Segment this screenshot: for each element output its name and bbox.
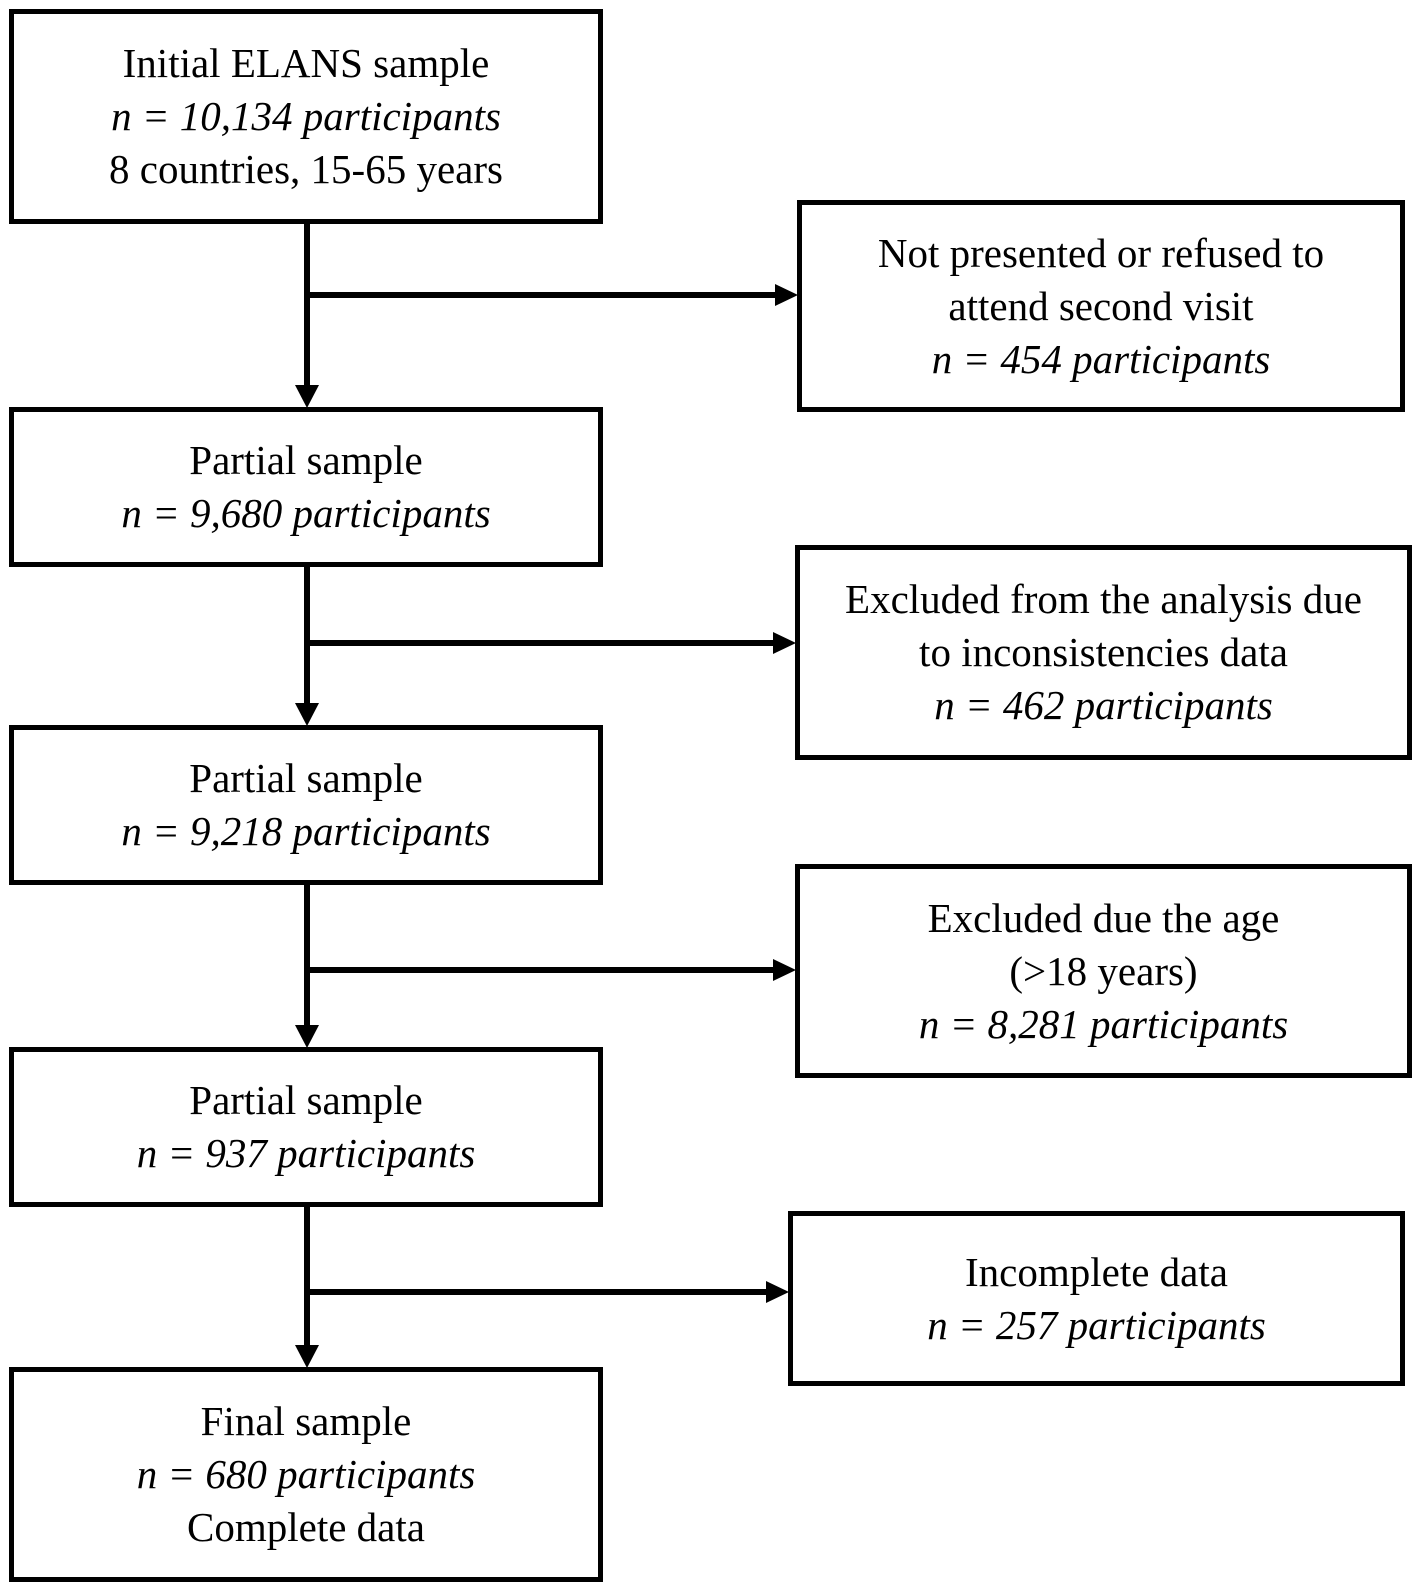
box-count: n = 9,218 participants bbox=[121, 808, 491, 854]
partial-sample-box-2: Partial sample n = 9,218 participants bbox=[9, 725, 603, 885]
box-title: Excluded from the analysis due bbox=[845, 576, 1362, 622]
final-sample-box: Final sample n = 680 participants Comple… bbox=[9, 1367, 603, 1582]
arrowhead-down-3 bbox=[295, 1025, 319, 1048]
box-title-cont: attend second visit bbox=[948, 282, 1254, 329]
arrowhead-right-4 bbox=[766, 1281, 789, 1303]
box-title: Final sample bbox=[200, 1398, 412, 1444]
box-title: Incomplete data bbox=[965, 1248, 1228, 1295]
box-title: Excluded due the age bbox=[927, 894, 1280, 941]
arrowhead-right-1 bbox=[775, 284, 798, 306]
box-count: n = 9,680 participants bbox=[121, 490, 491, 536]
box-title: Initial ELANS sample bbox=[122, 40, 490, 86]
box-count: n = 680 participants bbox=[136, 1451, 476, 1497]
box-title-cont: (>18 years) bbox=[1009, 947, 1198, 994]
box-title-cont: to inconsistencies data bbox=[919, 629, 1288, 675]
partial-sample-box-1: Partial sample n = 9,680 participants bbox=[9, 407, 603, 567]
exclusion-box-1: Not presented or refused to attend secon… bbox=[797, 200, 1405, 412]
box-count: n = 257 participants bbox=[927, 1301, 1266, 1348]
arrowhead-right-2 bbox=[773, 632, 796, 654]
box-note: 8 countries, 15-65 years bbox=[109, 146, 503, 192]
exclusion-box-3: Excluded due the age (>18 years) n = 8,2… bbox=[795, 864, 1412, 1078]
box-count: n = 10,134 participants bbox=[111, 93, 501, 139]
box-count: n = 937 participants bbox=[136, 1130, 476, 1176]
box-title: Partial sample bbox=[189, 437, 423, 483]
box-count: n = 454 participants bbox=[931, 335, 1271, 382]
partial-sample-box-3: Partial sample n = 937 participants bbox=[9, 1047, 603, 1207]
arrowhead-right-3 bbox=[773, 959, 796, 981]
arrowhead-down-2 bbox=[295, 703, 319, 726]
box-count: n = 8,281 participants bbox=[918, 1000, 1289, 1047]
box-title: Partial sample bbox=[189, 1077, 423, 1123]
arrowhead-down-4 bbox=[295, 1345, 319, 1368]
box-count: n = 462 participants bbox=[934, 682, 1273, 728]
exclusion-box-4: Incomplete data n = 257 participants bbox=[788, 1211, 1405, 1386]
box-title: Not presented or refused to bbox=[877, 229, 1325, 276]
arrowhead-down-1 bbox=[295, 385, 319, 408]
initial-sample-box: Initial ELANS sample n = 10,134 particip… bbox=[9, 9, 603, 224]
box-title: Partial sample bbox=[189, 755, 423, 801]
exclusion-box-2: Excluded from the analysis due to incons… bbox=[795, 545, 1412, 760]
box-note: Complete data bbox=[187, 1504, 425, 1550]
